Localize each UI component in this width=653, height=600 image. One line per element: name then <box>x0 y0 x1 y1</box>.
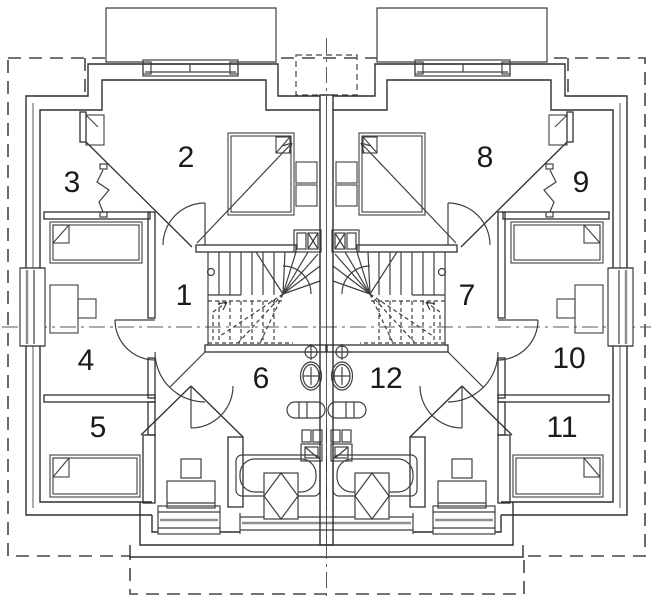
room-label-10: 10 <box>552 342 586 375</box>
roof-overhang-outline <box>7 57 646 595</box>
room-label-7: 7 <box>458 279 476 312</box>
party-wall <box>319 94 334 546</box>
room-label-11: 11 <box>546 411 578 444</box>
unit-right-mirror <box>324 6 635 559</box>
room-label-8: 8 <box>476 141 494 174</box>
room-label-6: 6 <box>252 362 270 395</box>
room-label-4: 4 <box>77 344 95 377</box>
room-label-5: 5 <box>89 411 107 444</box>
room-label-3: 3 <box>63 166 81 199</box>
room-label-1: 1 <box>175 279 193 312</box>
unit-left <box>18 6 329 559</box>
room-label-9: 9 <box>572 166 590 199</box>
room-label-12: 12 <box>369 362 403 395</box>
room-label-2: 2 <box>177 141 195 174</box>
